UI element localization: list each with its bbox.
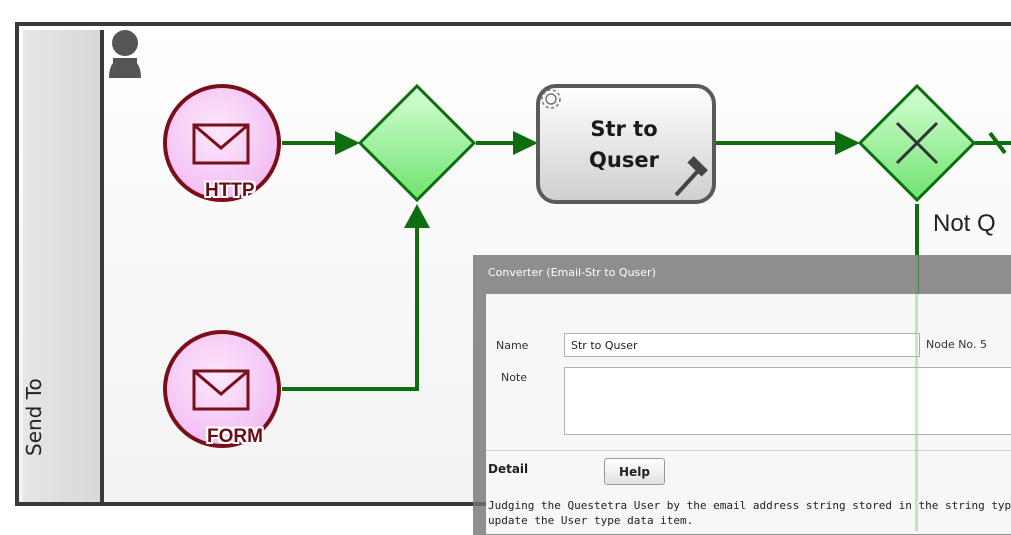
envelope-icon: [192, 123, 250, 165]
envelope-icon: [192, 369, 250, 411]
detail-label: Detail: [488, 462, 529, 476]
task-title-line1: Str to: [590, 117, 658, 141]
form-start-event[interactable]: [163, 330, 281, 448]
user-icon: [109, 30, 141, 78]
hammer-icon: [674, 156, 708, 197]
detail-description: Judging the Questetra User by the email …: [488, 498, 1011, 528]
dialog-title: Converter (Email-Str to Quser): [488, 266, 656, 279]
form-event-label: FORM: [207, 426, 263, 447]
swimlane-header[interactable]: [23, 30, 104, 502]
flow-condition-label: Not Q: [933, 210, 996, 237]
section-divider: [486, 450, 1011, 451]
detail-line-2: update the User type data item.: [488, 514, 694, 527]
note-textarea[interactable]: [564, 367, 1011, 435]
flow-line-overlay: [915, 255, 918, 531]
help-button[interactable]: Help: [604, 458, 665, 485]
task-title: Str to Quser: [543, 114, 705, 176]
name-label: Name: [496, 339, 529, 352]
converter-dialog[interactable]: Converter (Email-Str to Quser) Name Node…: [473, 255, 1011, 535]
flow-arrowheads: [335, 131, 860, 228]
detail-line-1: Judging the Questetra User by the email …: [488, 499, 1011, 512]
merge-gateway[interactable]: [357, 83, 477, 203]
exclusive-gateway[interactable]: [857, 83, 977, 203]
gear-icon: [541, 89, 561, 109]
name-input[interactable]: [564, 333, 920, 357]
note-label: Note: [501, 371, 528, 384]
converter-task[interactable]: [536, 84, 716, 204]
http-event-label: HTTP: [205, 180, 255, 201]
node-number-label: Node No. 5: [926, 338, 987, 351]
task-title-line2: Quser: [589, 148, 659, 172]
http-start-event[interactable]: [163, 84, 281, 202]
dialog-body: Name Node No. 5 Note Detail Help Judging…: [486, 294, 1011, 534]
x-icon: [895, 121, 939, 165]
